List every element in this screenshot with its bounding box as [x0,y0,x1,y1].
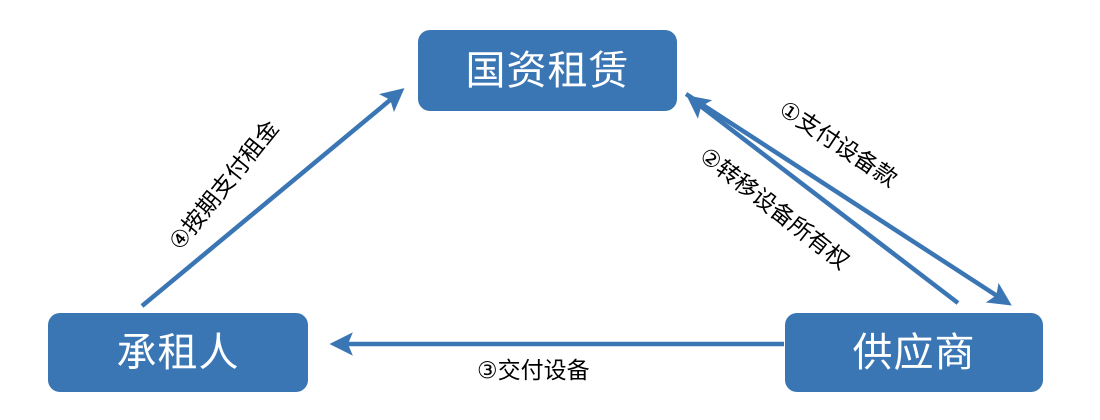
node-supplier[interactable]: 供应商 [785,313,1043,392]
node-lessee[interactable]: 承租人 [48,313,308,392]
node-lessee-label: 承租人 [116,329,240,376]
node-lessor-label: 国资租赁 [465,47,630,94]
node-supplier-label: 供应商 [852,329,976,376]
arrow-pay-rent [140,88,405,308]
arrow-transfer-ownership [686,95,960,305]
edge-label-deliver-equipment: ③交付设备 [477,358,590,384]
node-lessor[interactable]: 国资租赁 [418,30,677,111]
arrow-pay-equipment [684,92,1012,306]
